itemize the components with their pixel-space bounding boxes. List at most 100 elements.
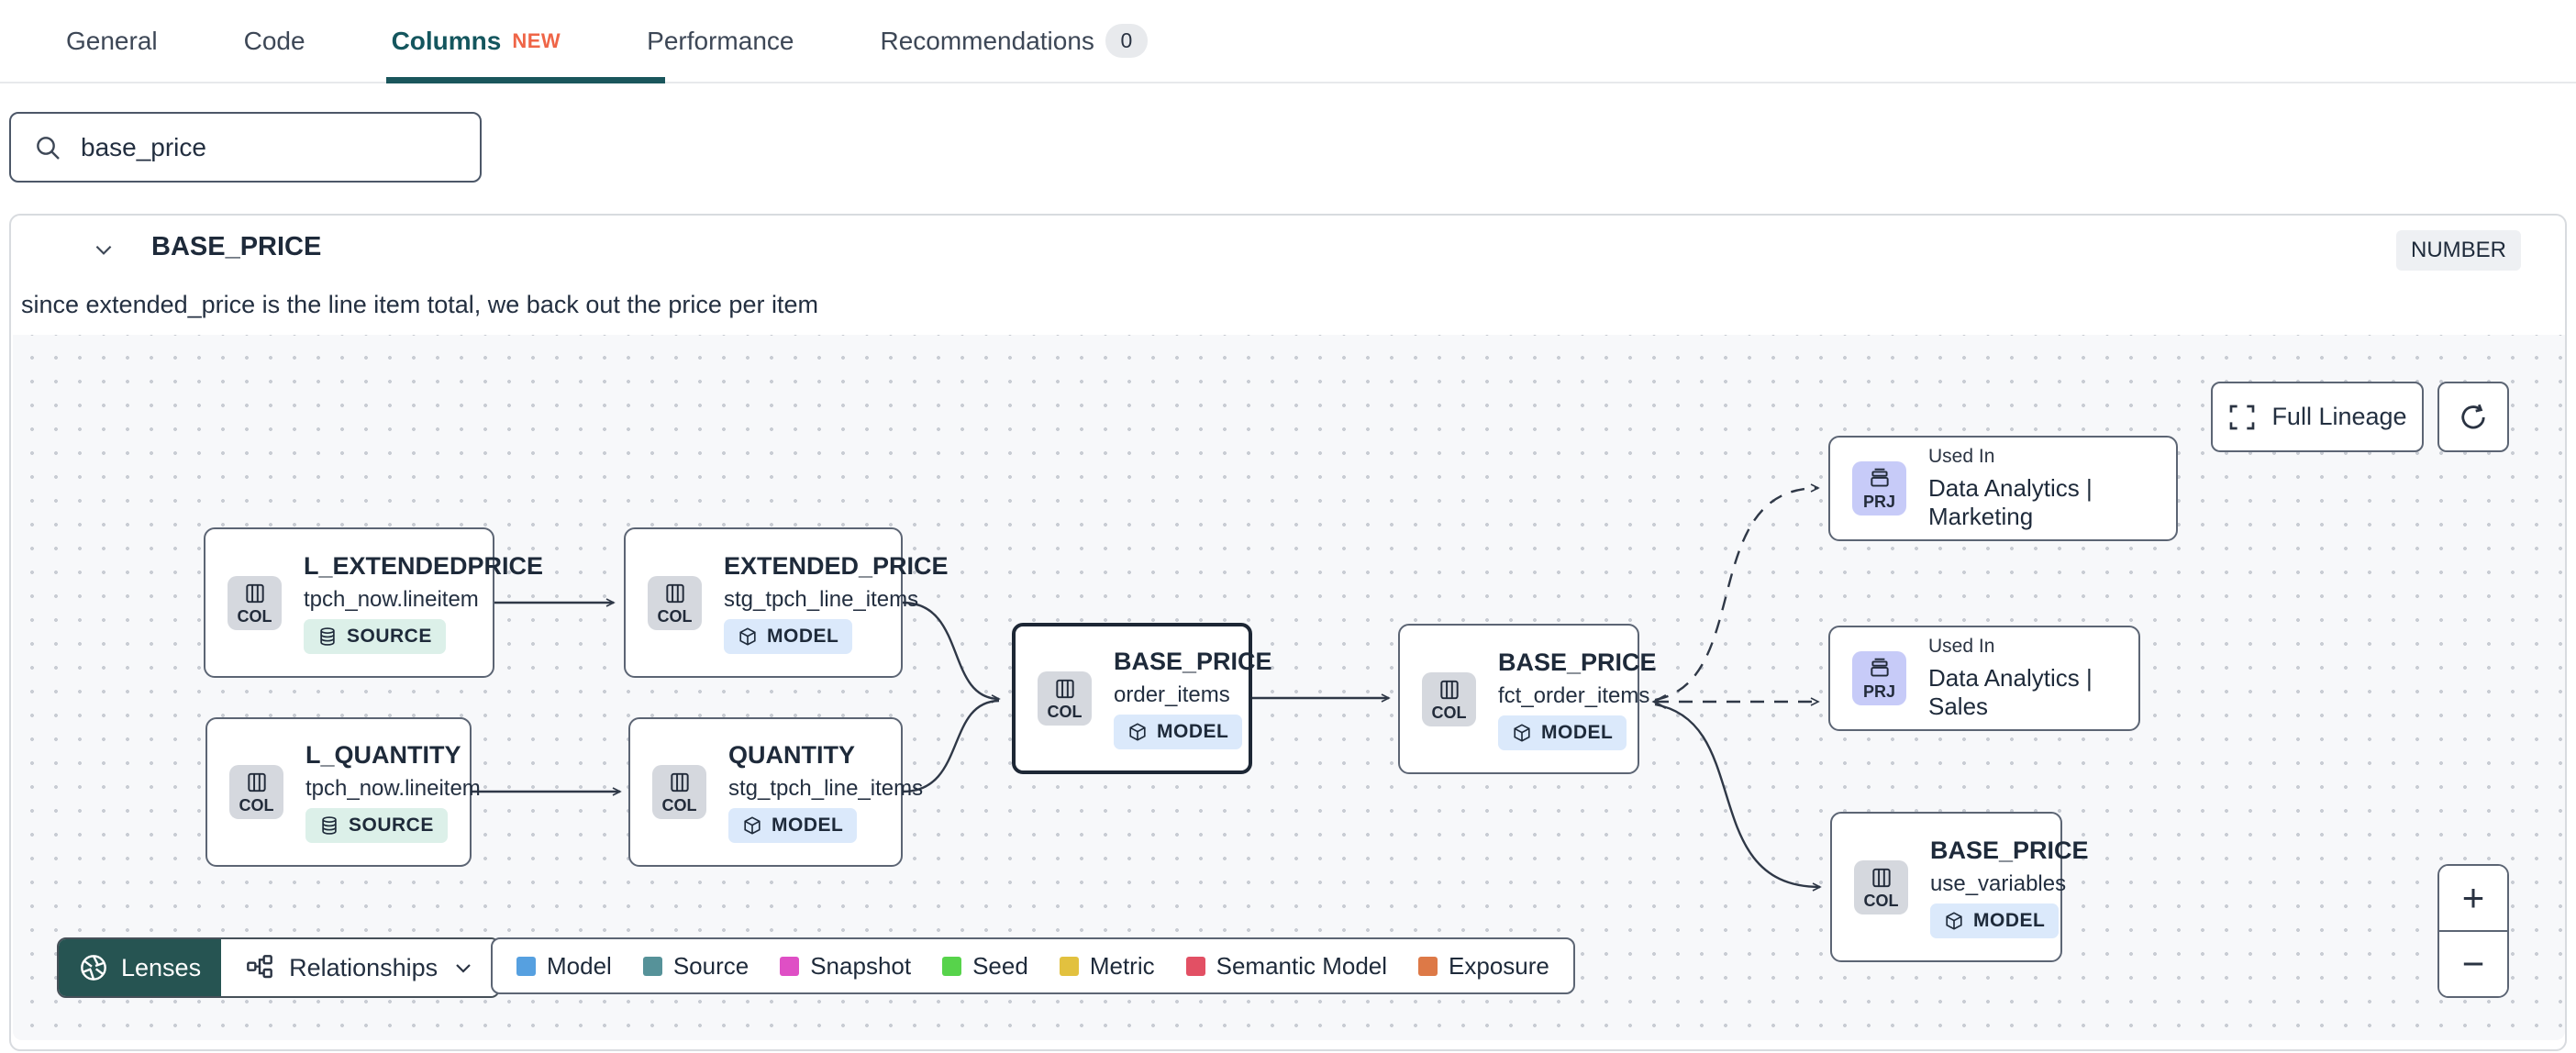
legend-label: Metric xyxy=(1089,951,1155,980)
column-tile: COL xyxy=(1854,859,1908,914)
columns-icon xyxy=(665,583,684,603)
tile-label: COL xyxy=(1047,703,1083,721)
refresh-button[interactable] xyxy=(2437,382,2509,452)
lineage-canvas[interactable]: Full Lineage Lenses xyxy=(13,335,2565,1040)
node-badge-model: MODEL xyxy=(1930,903,2060,938)
node-subtitle: order_items xyxy=(1114,682,1230,707)
project-icon xyxy=(1870,658,1889,677)
node-subtitle: fct_order_items xyxy=(1498,682,1650,708)
new-badge: NEW xyxy=(512,28,561,52)
tab-general[interactable]: General xyxy=(66,0,158,82)
tab-label: Performance xyxy=(647,26,794,55)
badge-label: MODEL xyxy=(1541,721,1614,743)
tile-label: COL xyxy=(1431,703,1467,722)
tile-label: PRJ xyxy=(1862,682,1895,701)
column-tile: COL xyxy=(228,575,282,630)
tab-code[interactable]: Code xyxy=(244,0,305,82)
zoom-out-button[interactable]: − xyxy=(2439,932,2507,996)
node-title: QUANTITY xyxy=(728,741,855,769)
cube-icon xyxy=(1514,723,1530,742)
lenses-label: Lenses xyxy=(121,953,202,981)
legend-label: Semantic Model xyxy=(1216,951,1388,980)
badge-label: SOURCE xyxy=(349,815,434,836)
relationships-icon xyxy=(247,955,272,979)
node-title: L_EXTENDEDPRICE xyxy=(304,551,544,580)
zoom-in-button[interactable]: + xyxy=(2439,866,2507,932)
lenses-button[interactable]: Lenses xyxy=(59,939,222,996)
tab-bar: General Code Columns NEW Performance Recommen… xyxy=(0,0,2576,83)
lenses-controls: Lenses Relationships xyxy=(57,937,501,998)
count-badge: 0 xyxy=(1105,24,1148,58)
node-kicker: Used In xyxy=(1928,636,1995,657)
database-icon xyxy=(322,816,337,835)
node-badge-source: SOURCE xyxy=(304,618,446,654)
legend-swatch xyxy=(1059,956,1079,976)
node-subtitle: tpch_now.lineitem xyxy=(305,776,481,801)
column-tile: COL xyxy=(652,765,706,819)
legend-swatch xyxy=(942,956,962,976)
tab-performance[interactable]: Performance xyxy=(647,0,794,82)
tab-columns[interactable]: Columns NEW xyxy=(385,0,665,83)
legend-item-exposure: Exposure xyxy=(1418,952,1549,981)
zoom-control: + − xyxy=(2437,864,2509,998)
node-badge-model: MODEL xyxy=(1114,715,1243,749)
project-tile: PRJ xyxy=(1852,651,1906,705)
legend-item-model: Model xyxy=(516,952,612,981)
search-value: base_price xyxy=(81,132,206,161)
node-title: BASE_PRICE xyxy=(1930,836,2089,864)
column-card: BASE_PRICE NUMBER since extended_price i… xyxy=(9,214,2567,1051)
expand-icon xyxy=(2230,405,2255,429)
node-subtitle: use_variables xyxy=(1930,870,2067,896)
badge-label: MODEL xyxy=(767,625,839,647)
lineage-edges xyxy=(472,483,1822,892)
cube-icon xyxy=(1129,723,1146,741)
badge-label: MODEL xyxy=(772,815,844,836)
legend-swatch xyxy=(642,956,662,976)
legend-swatch xyxy=(1418,956,1438,976)
tab-label: General xyxy=(66,26,158,55)
node-subtitle: tpch_now.lineitem xyxy=(304,586,479,612)
legend-swatch xyxy=(516,956,536,976)
node-title: EXTENDED_PRICE xyxy=(724,551,949,580)
legend-label: Snapshot xyxy=(810,951,912,980)
relationships-dropdown[interactable]: Relationships xyxy=(221,939,499,996)
legend-label: Model xyxy=(547,951,612,980)
legend-item-metric: Metric xyxy=(1059,951,1155,981)
tile-label: COL xyxy=(657,606,693,626)
node-subtitle: stg_tpch_line_items xyxy=(728,776,924,801)
collapse-chevron-icon[interactable] xyxy=(92,238,116,261)
node-badge-source: SOURCE xyxy=(305,808,448,843)
columns-icon xyxy=(1055,679,1074,699)
full-lineage-button[interactable]: Full Lineage xyxy=(2211,382,2424,452)
cube-icon xyxy=(1946,911,1962,930)
tab-label: Code xyxy=(243,26,305,55)
column-tile: COL xyxy=(1038,671,1092,726)
node-subtitle: stg_tpch_line_items xyxy=(724,586,919,612)
tab-label: Columns xyxy=(391,26,502,55)
project-tile: PRJ xyxy=(1852,461,1906,515)
search-input[interactable]: base_price xyxy=(9,112,482,183)
refresh-icon xyxy=(2461,404,2485,428)
column-card-header: BASE_PRICE NUMBER xyxy=(11,216,2565,280)
columns-icon xyxy=(1439,680,1459,699)
legend-item-snapshot: Snapshot xyxy=(780,952,911,981)
columns-icon xyxy=(670,772,689,793)
